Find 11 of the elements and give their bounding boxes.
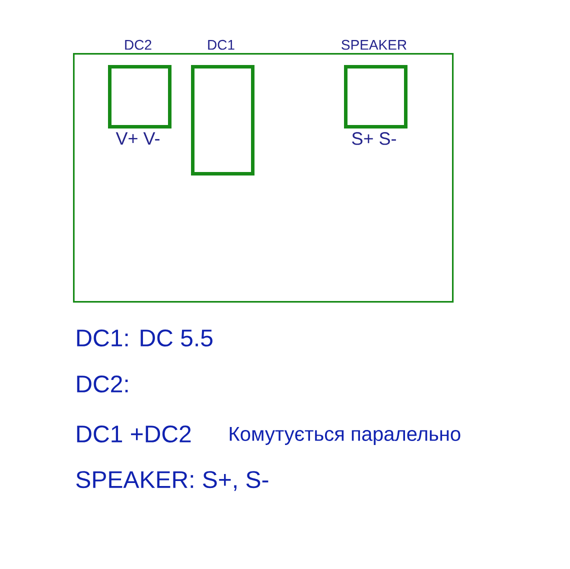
note-text: Комутується паралельно	[230, 427, 460, 445]
note-text: DC1 +DC2	[77, 426, 191, 442]
pin-label: S+ S-	[352, 132, 396, 145]
pin-label: V+ V-	[116, 132, 160, 145]
connector-label: DC2	[125, 40, 152, 50]
note-text: DC1: DC 5.5	[77, 330, 212, 346]
note-text: DC2:	[77, 376, 128, 392]
connector-label: DC1	[208, 40, 234, 50]
connector-label: SPEAKER	[342, 40, 406, 50]
board-outline	[73, 53, 454, 303]
note-text: SPEAKER: S+, S-	[76, 471, 268, 491]
